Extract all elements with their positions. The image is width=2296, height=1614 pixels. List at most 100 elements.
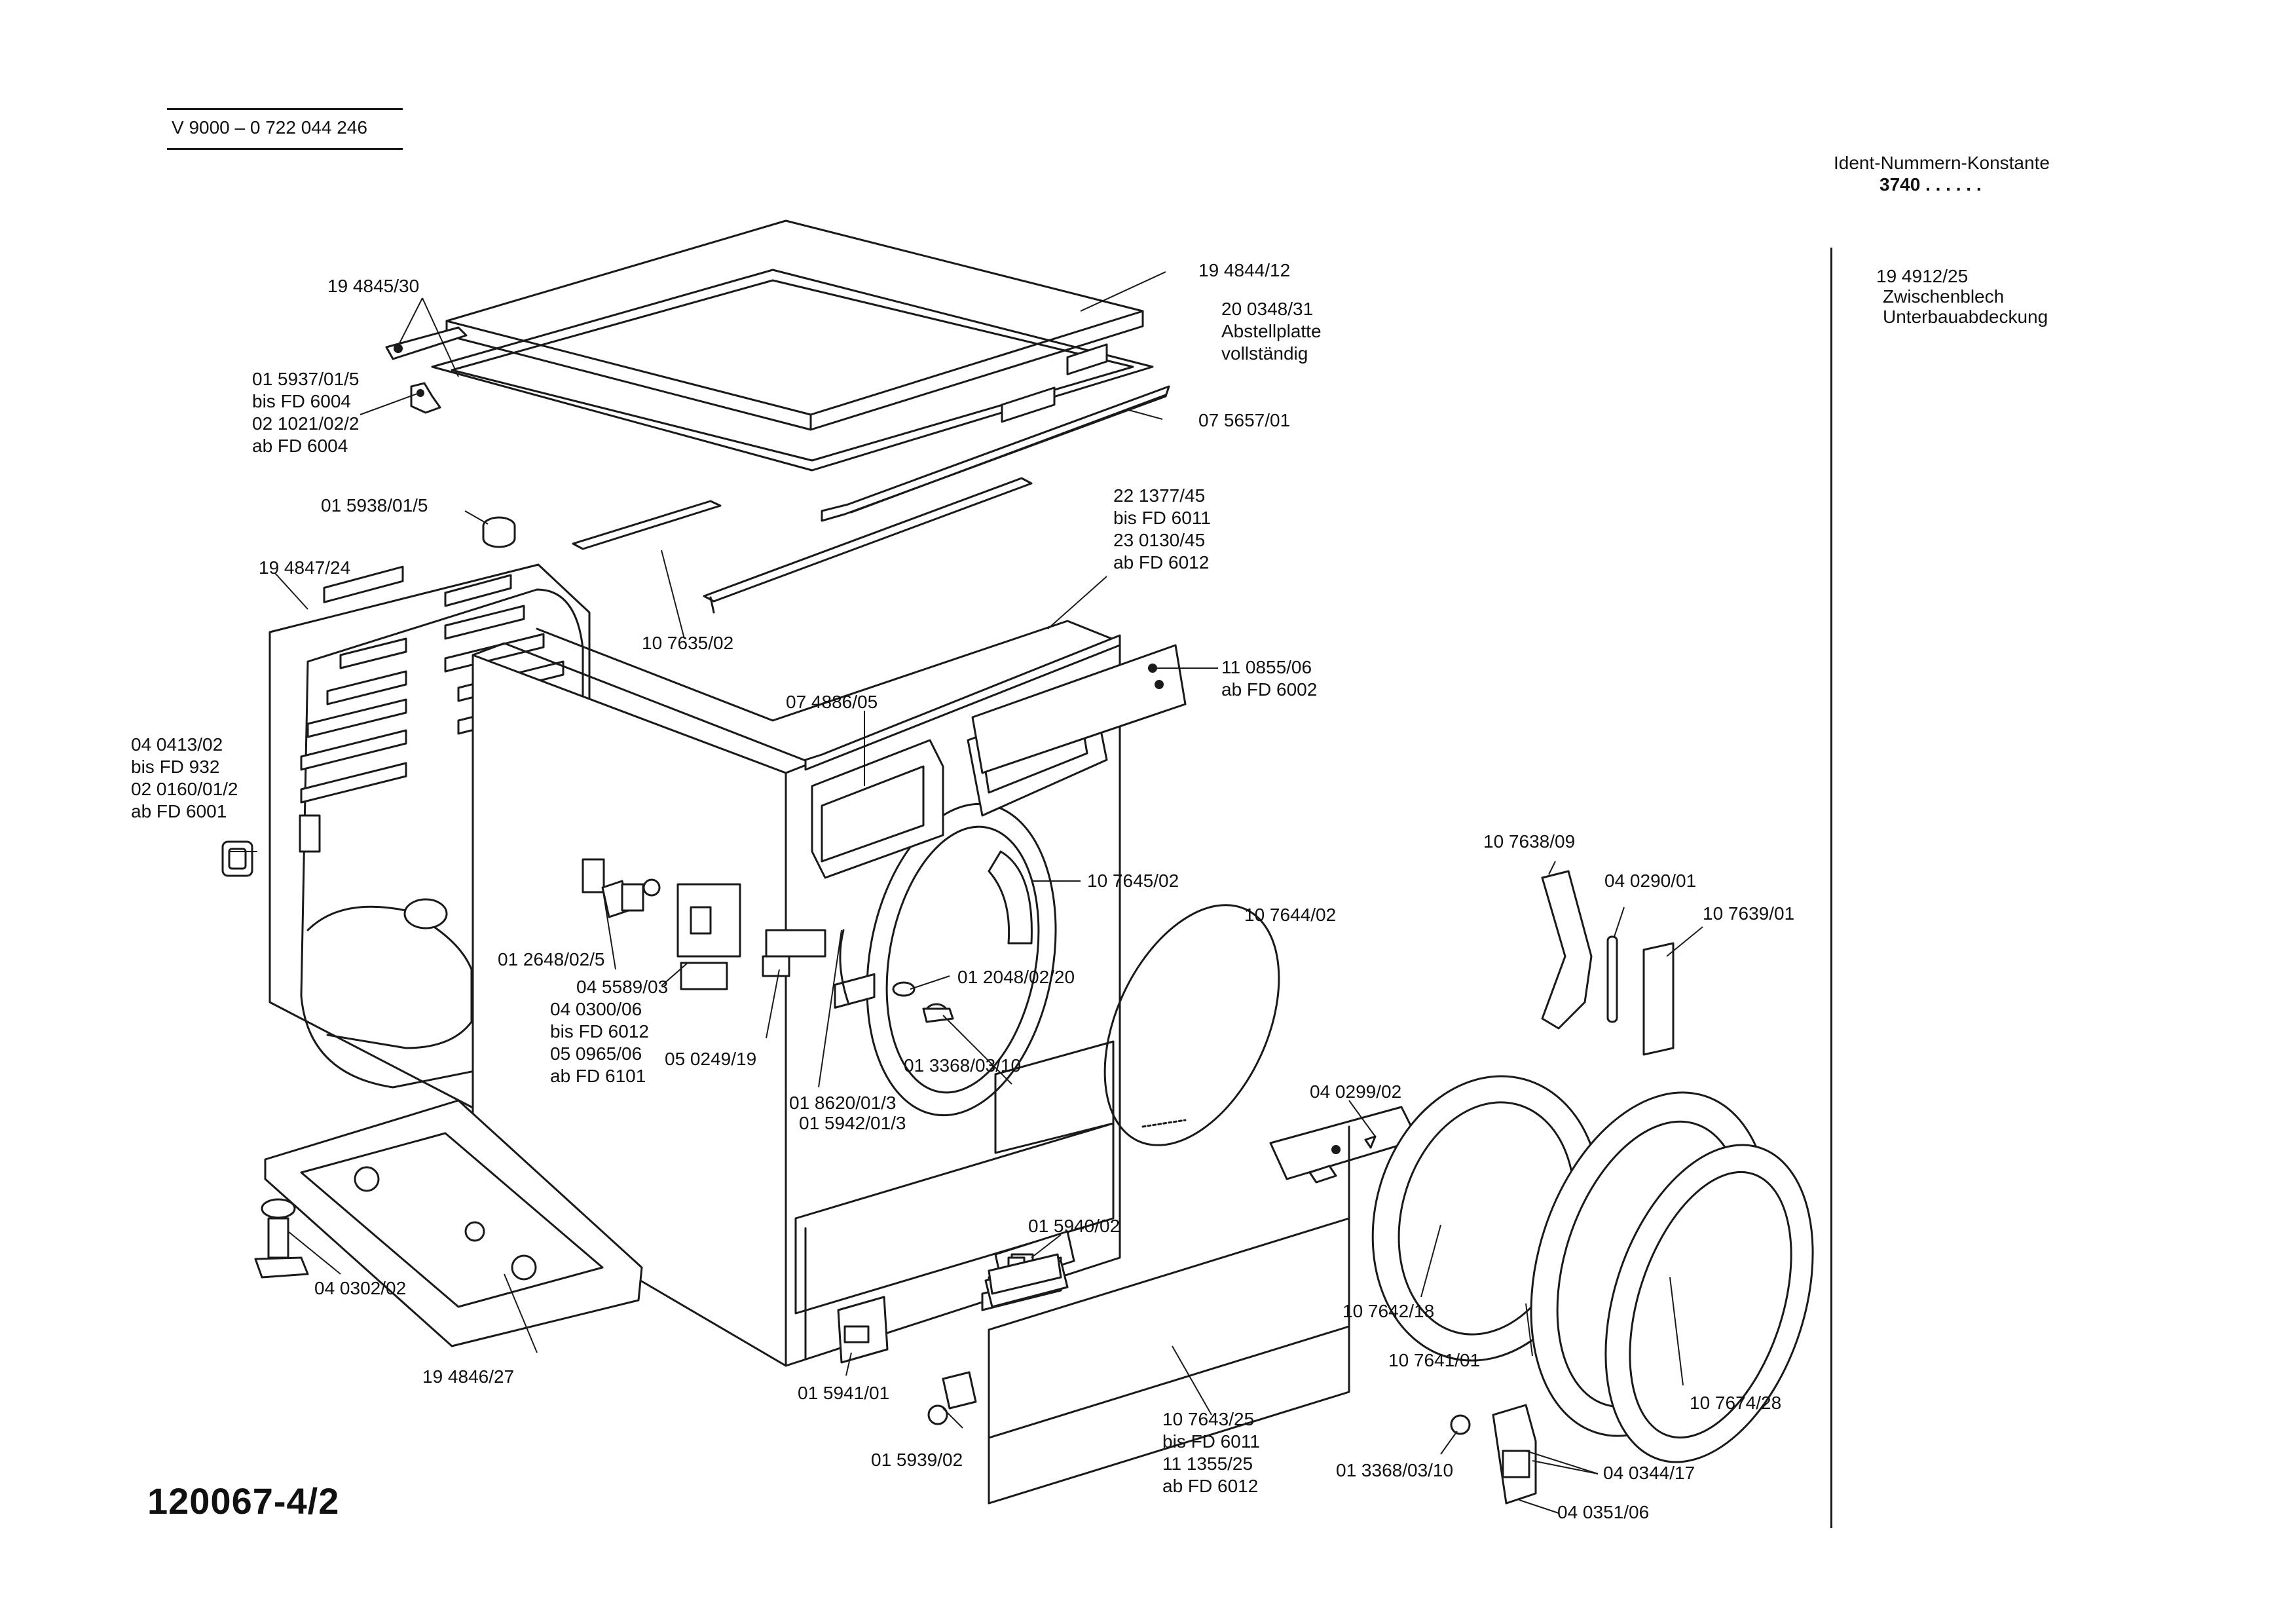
top-frame	[432, 270, 1169, 521]
part-label-p15: 10 7639/01	[1703, 903, 1794, 925]
part-label-p01: 19 4845/30	[327, 275, 419, 297]
part-label-p13: 10 7638/09	[1483, 831, 1575, 853]
part-label-line: 05 0965/06	[550, 1043, 642, 1064]
part-label-line: 04 0290/01	[1604, 871, 1697, 891]
part-label-p09: 10 7635/02	[642, 632, 733, 654]
part-label-p14: 04 0290/01	[1604, 870, 1696, 892]
part-label-line: 19 4845/30	[327, 276, 420, 296]
part-label-p02: 19 4844/12	[1198, 259, 1290, 282]
part-label-p20: 04 5589/03	[576, 976, 668, 998]
header-rule-top	[167, 108, 403, 110]
part-label-line: 01 8620/01/3	[789, 1093, 897, 1113]
switch-components	[583, 859, 825, 989]
kick-panel	[989, 1107, 1418, 1503]
header-rule-bottom	[167, 148, 403, 150]
part-label-p16: 10 7645/02	[1087, 870, 1179, 892]
part-label-line: ab FD 6012	[1162, 1476, 1259, 1496]
part-label-p27: 01 5940/02	[1028, 1215, 1120, 1237]
part-label-line: ab FD 6101	[550, 1066, 646, 1086]
part-label-p11: 07 4886/05	[786, 691, 878, 713]
part-label-line: 04 0299/02	[1310, 1081, 1402, 1102]
part-label-line: 04 5589/03	[576, 977, 669, 997]
part-label-line: 01 5941/01	[798, 1383, 890, 1403]
part-label-line: 01 5937/01/5	[252, 369, 360, 389]
leader-lines	[229, 272, 1703, 1513]
part-label-line: 10 7644/02	[1244, 905, 1337, 925]
part-label-line: 04 0351/06	[1557, 1502, 1650, 1522]
part-label-line: 04 0300/06	[550, 999, 642, 1019]
part-label-p35: 01 5939/02	[871, 1449, 963, 1471]
part-label-p36: 01 3368/03/10	[1336, 1459, 1453, 1482]
part-label-line: 04 0302/02	[314, 1278, 407, 1298]
part-label-line: 01 2048/02/20	[957, 967, 1075, 987]
part-label-p24: 01 8620/01/3	[789, 1092, 897, 1114]
part-label-p05: 07 5657/01	[1198, 409, 1290, 432]
part-label-line: 07 5657/01	[1198, 410, 1291, 430]
part-label-p28: 04 0302/02	[314, 1277, 406, 1300]
part-label-p18: 01 2648/02/5	[498, 948, 605, 971]
side-note-line2: Zwischenblech	[1883, 286, 2005, 307]
part-label-line: bis FD 932	[131, 757, 220, 777]
ident-title: Ident-Nummern-Konstante	[1834, 153, 2050, 173]
lock-assembly	[1451, 1405, 1536, 1503]
base-plate	[265, 1100, 642, 1346]
adjustable-foot	[255, 1199, 308, 1277]
part-label-line: bis FD 6011	[1113, 508, 1211, 528]
part-label-p33: 10 7674/28	[1690, 1392, 1781, 1414]
part-label-line: 01 3368/03/10	[1336, 1460, 1454, 1480]
part-label-p32: 10 7641/01	[1388, 1349, 1480, 1372]
side-note-line3: Unterbauabdeckung	[1883, 307, 2048, 327]
side-divider	[1830, 248, 1832, 1528]
part-label-p38: 04 0351/06	[1557, 1501, 1649, 1524]
part-label-line: 01 5942/01/3	[799, 1113, 906, 1133]
part-label-p06: 01 5938/01/5	[321, 495, 428, 517]
part-label-line: 11 1355/25	[1162, 1454, 1253, 1474]
control-bracket	[972, 345, 1185, 773]
part-label-p30: 19 4846/27	[422, 1366, 514, 1388]
part-label-line: ab FD 6001	[131, 801, 227, 821]
part-label-p17: 10 7644/02	[1244, 904, 1336, 926]
part-label-line: 20 0348/31	[1221, 299, 1314, 319]
part-label-line: 01 5940/02	[1028, 1216, 1120, 1236]
part-label-line: 04 0344/17	[1603, 1463, 1695, 1483]
part-label-line: 10 7641/01	[1388, 1350, 1481, 1370]
cross-bars	[573, 478, 1031, 612]
part-label-p23: 01 3368/03/10	[904, 1055, 1021, 1077]
part-label-p22: 05 0249/19	[665, 1048, 756, 1070]
part-label-p26: 04 0299/02	[1310, 1081, 1401, 1103]
side-note-part: 19 4912/25	[1876, 266, 1969, 286]
part-label-line: 01 5938/01/5	[321, 495, 428, 516]
part-label-line: 10 7674/28	[1690, 1393, 1782, 1413]
part-label-line: 02 1021/02/2	[252, 413, 360, 434]
part-label-p29: 10 7642/18	[1342, 1300, 1434, 1323]
part-label-line: 19 4846/27	[422, 1366, 515, 1387]
part-label-line: 10 7639/01	[1703, 903, 1795, 924]
part-label-p08: 19 4847/24	[259, 557, 350, 579]
part-label-line: ab FD 6002	[1221, 679, 1318, 700]
part-label-line: 23 0130/45	[1113, 530, 1206, 550]
part-label-line: 10 7635/02	[642, 633, 734, 653]
part-label-line: 22 1377/45	[1113, 485, 1206, 506]
door-ring-outer	[1490, 1062, 1850, 1489]
part-label-p19: 01 2048/02/20	[957, 966, 1075, 988]
part-label-line: bis FD 6012	[550, 1021, 649, 1042]
part-label-line: 01 2648/02/5	[498, 949, 605, 969]
part-label-line: 05 0249/19	[665, 1049, 757, 1069]
part-label-line: vollständig	[1221, 343, 1308, 364]
grommet	[223, 842, 252, 876]
part-label-line: 10 7642/18	[1342, 1301, 1435, 1321]
part-label-line: ab FD 6004	[252, 436, 348, 456]
door-screws	[840, 930, 953, 1022]
part-label-line: 07 4886/05	[786, 692, 878, 712]
part-label-line: bis FD 6004	[252, 391, 351, 411]
door-lock-lever	[989, 1254, 1061, 1294]
part-label-line: bis FD 6011	[1162, 1431, 1260, 1452]
part-label-line: 19 4844/12	[1198, 260, 1291, 280]
